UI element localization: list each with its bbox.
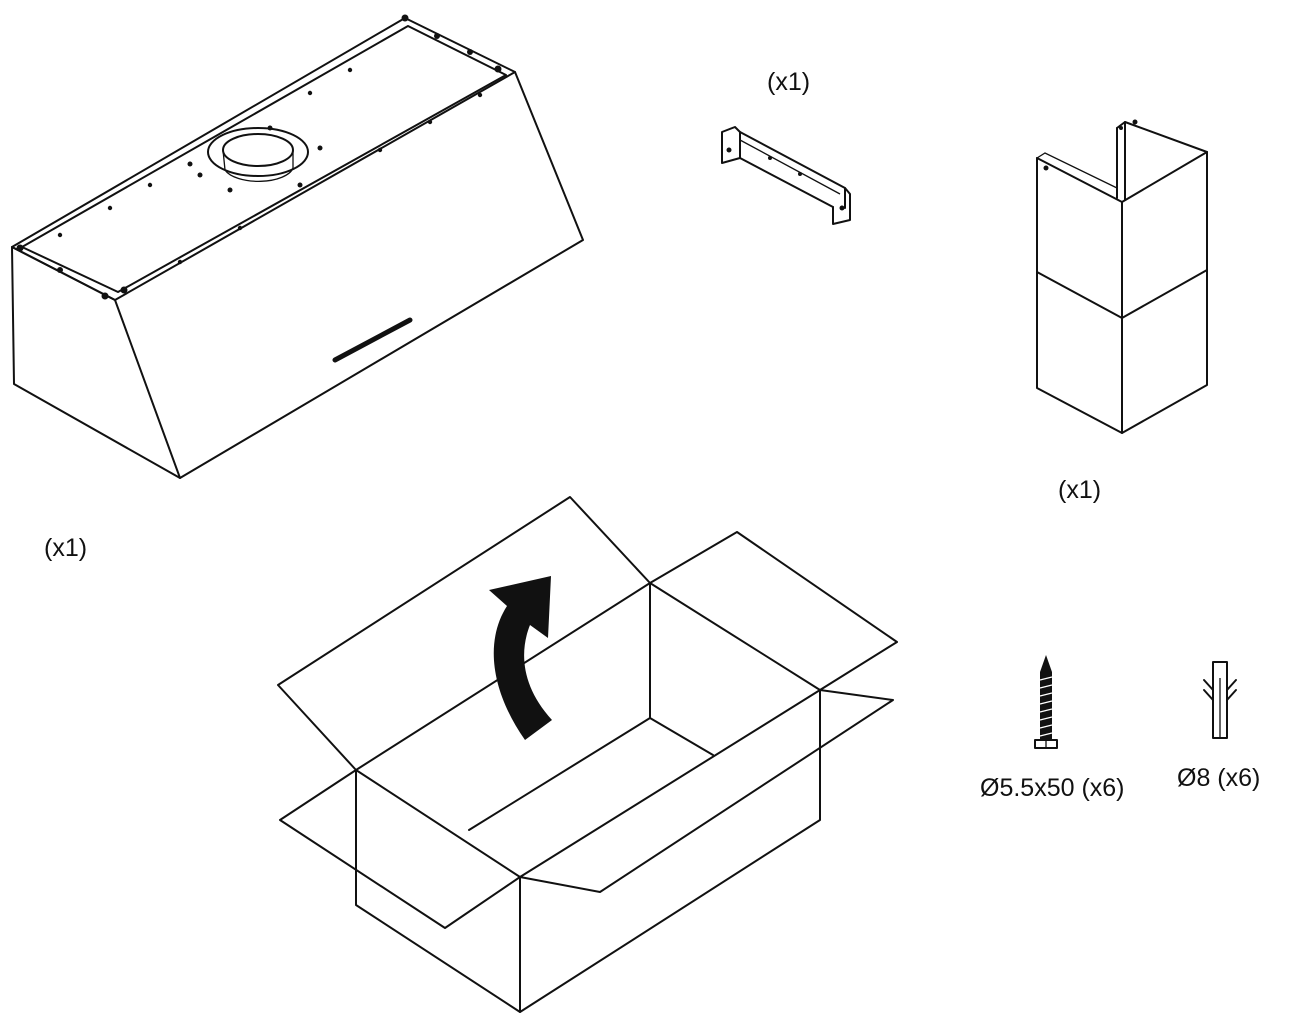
hood-quantity-label: (x1) bbox=[44, 534, 88, 562]
open-carton-box-icon bbox=[277, 496, 898, 1013]
range-hood-icon bbox=[11, 14, 584, 479]
screw-icon bbox=[1034, 655, 1058, 749]
screw-spec-label: Ø5.5x50 (x6) bbox=[980, 774, 1125, 802]
anchor-spec-label: Ø8 (x6) bbox=[1177, 764, 1261, 792]
wall-bracket-icon bbox=[721, 126, 851, 225]
wall-anchor-icon bbox=[1203, 661, 1237, 739]
chimney-cover-icon bbox=[1036, 119, 1208, 434]
chimney-quantity-label: (x1) bbox=[1058, 476, 1102, 504]
bracket-quantity-label: (x1) bbox=[767, 68, 811, 96]
lift-arrow-icon bbox=[489, 576, 552, 740]
